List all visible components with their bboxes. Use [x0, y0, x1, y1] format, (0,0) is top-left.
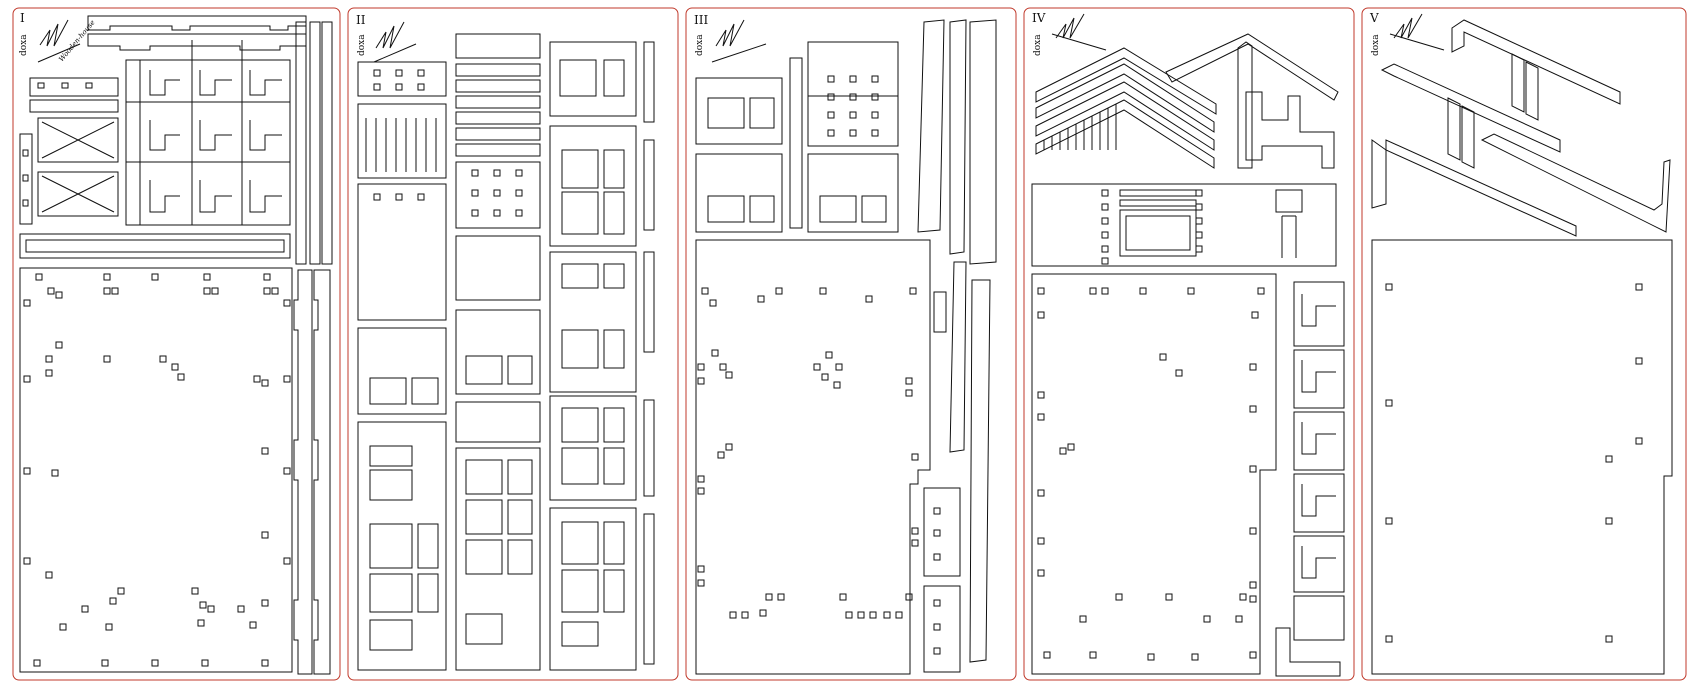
cut-part	[549, 507, 637, 671]
cut-part	[19, 233, 291, 259]
cut-part	[357, 327, 447, 415]
cut-part	[87, 15, 307, 31]
cut-part	[643, 251, 655, 353]
cut-part	[549, 251, 637, 393]
maker-logo-icon	[373, 21, 417, 63]
cut-part	[807, 41, 899, 147]
sheet-numeral: IV	[1032, 11, 1046, 25]
cut-part	[455, 143, 541, 157]
cut-part	[455, 161, 541, 229]
cut-part	[949, 19, 967, 255]
peg-holes	[1385, 283, 1643, 643]
cut-part	[643, 41, 655, 123]
cut-part	[313, 269, 331, 675]
cut-part	[455, 447, 541, 671]
floor-panel	[1031, 273, 1277, 675]
sheet-numeral: V	[1369, 11, 1379, 25]
sheet-2: II doxa	[347, 7, 679, 681]
maker-logo-icon	[1389, 13, 1445, 51]
cut-part	[293, 269, 313, 675]
cut-part	[1371, 139, 1577, 237]
cut-part	[923, 487, 961, 577]
cut-part	[19, 133, 33, 225]
cut-part	[1380, 63, 1561, 153]
sheet-code: doxa	[19, 34, 29, 56]
sheet-frame	[12, 7, 341, 681]
peg-holes	[1037, 287, 1265, 661]
sheet-3: III doxa	[685, 7, 1017, 681]
cut-part	[807, 153, 899, 233]
sheet-4: IV doxa	[1023, 7, 1355, 681]
logo-wordmark: Wooden-house	[57, 19, 96, 64]
sheet-numeral: II	[356, 13, 366, 27]
cut-part	[917, 19, 945, 233]
cut-part	[1480, 133, 1671, 233]
cut-part	[1031, 183, 1337, 267]
cut-part	[455, 63, 541, 77]
cut-part	[549, 41, 637, 117]
maker-logo-icon	[1051, 13, 1107, 51]
maker-logo-icon	[711, 19, 767, 63]
cut-part	[969, 279, 991, 663]
cut-part	[29, 77, 119, 97]
cut-part	[455, 33, 541, 59]
cut-part	[455, 95, 541, 109]
floor-panel	[19, 267, 293, 673]
sheet-numeral: I	[20, 11, 25, 25]
sheet-1: I doxa Wooden-house	[12, 7, 341, 681]
cut-part	[1447, 97, 1475, 169]
sheet-frame	[685, 7, 1017, 681]
maker-logo-icon	[37, 19, 81, 63]
cut-part	[357, 421, 447, 671]
cut-part	[455, 127, 541, 141]
cut-part	[357, 61, 447, 97]
window-frame-grid	[125, 40, 291, 226]
cut-part	[643, 513, 655, 665]
cut-part	[357, 103, 447, 179]
cut-part	[321, 21, 333, 265]
sheet-code: doxa	[357, 34, 367, 56]
cut-part	[455, 309, 541, 395]
peg-holes	[23, 273, 291, 667]
sheet-frame	[1023, 7, 1355, 681]
floor-panel	[695, 239, 931, 675]
bracket-parts	[1275, 281, 1345, 677]
cut-part	[923, 585, 961, 673]
cut-part	[357, 183, 447, 321]
cut-part	[549, 395, 637, 501]
cut-part	[695, 77, 783, 145]
cut-part	[87, 33, 307, 51]
sheet-code: doxa	[695, 34, 705, 56]
cut-part	[455, 401, 541, 443]
cut-part	[295, 21, 307, 265]
cut-part	[789, 57, 803, 229]
cut-part	[933, 291, 947, 333]
cut-part	[1511, 53, 1539, 121]
roof-gable-parts	[1035, 33, 1339, 169]
cut-part	[309, 21, 321, 265]
sheet-code: doxa	[1033, 34, 1043, 56]
cut-part	[695, 153, 783, 233]
sheet-frame	[1361, 7, 1687, 681]
x-brace-part	[37, 117, 119, 217]
cut-part	[643, 139, 655, 231]
cut-part	[455, 111, 541, 125]
sheet-frame	[347, 7, 679, 681]
cut-part	[455, 235, 541, 301]
sheet-5: V doxa	[1361, 7, 1687, 681]
cut-part	[29, 99, 119, 113]
cut-part	[643, 399, 655, 497]
cut-part	[455, 79, 541, 93]
sheet-numeral: III	[694, 13, 708, 27]
cut-part	[549, 125, 637, 247]
peg-holes	[697, 287, 919, 619]
sheet-code: doxa	[1371, 34, 1381, 56]
cut-part	[969, 19, 997, 265]
cut-part	[1451, 19, 1621, 105]
floor-panel	[1371, 239, 1673, 675]
cut-part	[949, 261, 967, 453]
